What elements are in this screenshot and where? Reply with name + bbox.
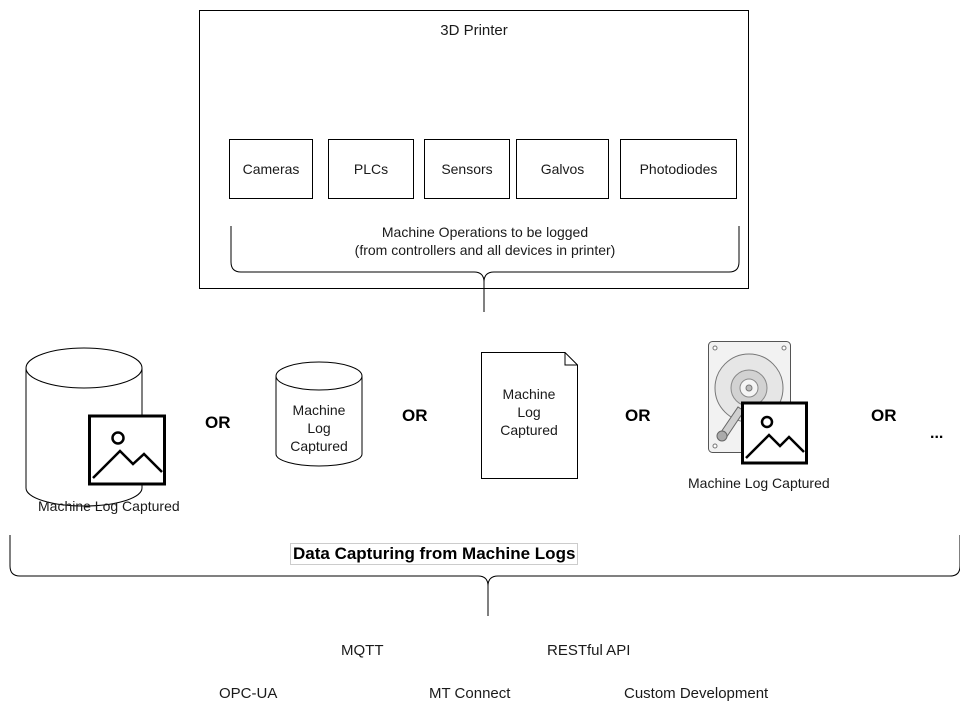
caption-hard-drive: Machine Log Captured [688,475,830,491]
protocol-opc-ua: OPC-UA [219,685,278,702]
cylinder-label-line3: Captured [290,438,348,454]
cylinder-label-line1: Machine [292,402,346,418]
image-icon [741,401,808,465]
printer-note-line2: (from controllers and all devices in pri… [354,242,616,258]
printer-brace [230,226,740,312]
device-box-galvos: Galvos [516,139,609,199]
ellipsis-label: ... [930,425,944,442]
device-box-photodiodes: Photodiodes [620,139,737,199]
document-label-line1: Machine [502,386,556,402]
capture-title: Data Capturing from Machine Logs [290,543,579,565]
protocol-mt-connect: MT Connect [429,685,511,702]
or-label: OR [402,406,428,425]
or-label: OR [205,413,231,432]
or-label: OR [871,406,897,425]
image-icon [88,414,166,486]
or-label: OR [625,406,651,425]
printer-title: 3D Printer [440,22,508,39]
device-box-cameras: Cameras [229,139,313,199]
caption-database: Machine Log Captured [38,498,180,514]
cylinder-label-line2: Log [307,420,331,436]
protocol-custom-development: Custom Development [624,685,769,702]
document-label-line3: Captured [500,422,558,438]
protocol-mqtt: MQTT [341,642,384,659]
document-icon [481,352,578,479]
protocol-restful-api: RESTful API [547,642,631,659]
printer-note-line1: Machine Operations to be logged [381,224,589,240]
device-box-plcs: PLCs [328,139,414,199]
device-box-sensors: Sensors [424,139,510,199]
cylinder-icon [275,361,363,467]
document-label-line2: Log [517,404,541,420]
